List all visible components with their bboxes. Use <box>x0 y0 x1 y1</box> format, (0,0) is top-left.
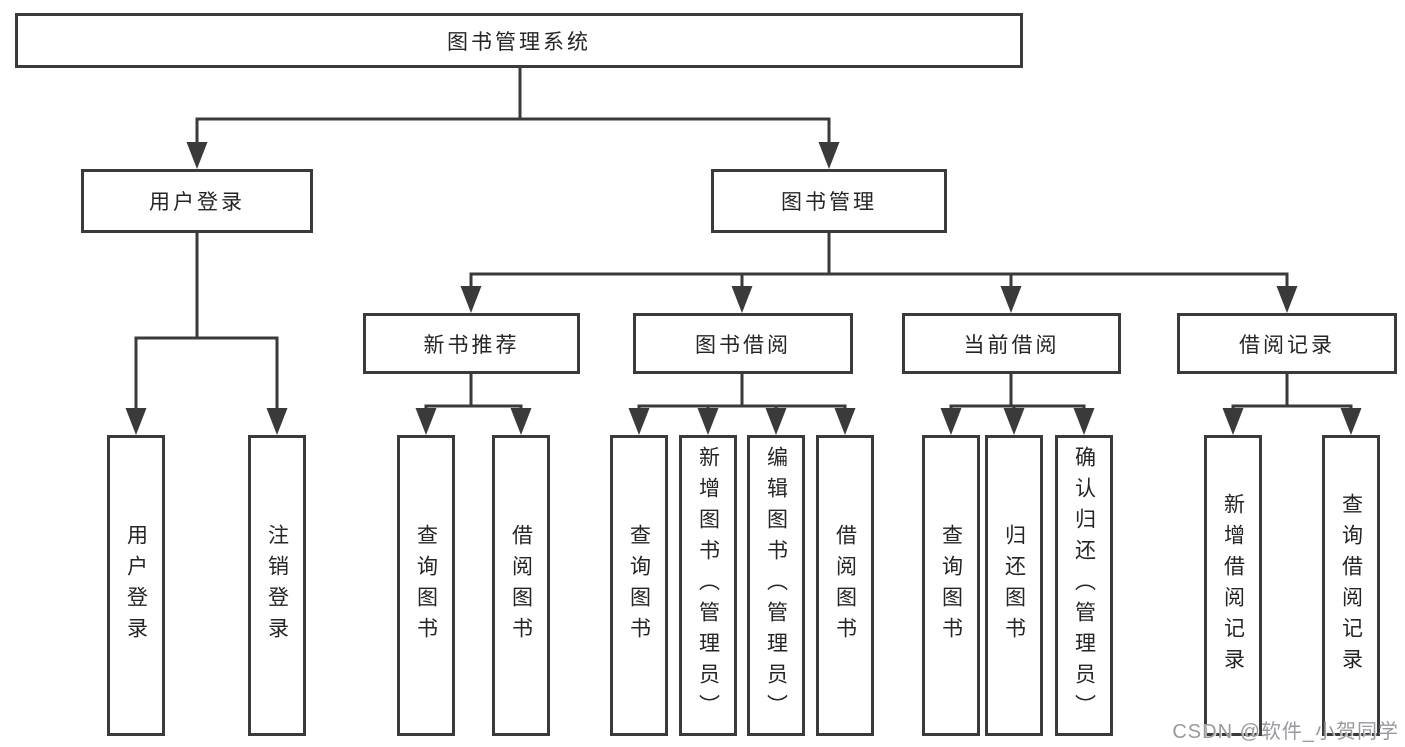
node-label: 确认归还（管理员） <box>1072 446 1096 725</box>
leaf-add-borrow-record: 新增借阅记录 <box>1204 435 1262 736</box>
node-book-management: 图书管理 <box>711 169 947 233</box>
leaf-query-borrow-record: 查询借阅记录 <box>1322 435 1380 736</box>
connector-user-login-to-leaves <box>134 233 279 414</box>
node-library-management-system: 图书管理系统 <box>15 13 1023 68</box>
node-label: 图书管理 <box>781 191 877 214</box>
node-label: 编辑图书（管理员） <box>764 446 788 725</box>
node-label: 当前借阅 <box>963 333 1060 357</box>
leaf-borrow-books: 借阅图书 <box>816 435 874 736</box>
node-label: 用户登录 <box>149 191 245 214</box>
csdn-watermark: CSDN @软件_小贺同学 <box>1172 721 1399 743</box>
leaf-borrow-books-recommend: 借阅图书 <box>492 435 550 736</box>
node-label: 查询图书 <box>627 523 651 648</box>
leaf-query-books-recommend: 查询图书 <box>397 435 455 736</box>
node-label: 新书推荐 <box>423 333 520 357</box>
connector-root-to-level2 <box>195 68 831 150</box>
node-label: 注销登录 <box>265 523 289 648</box>
leaf-query-books-borrowing: 查询图书 <box>610 435 668 736</box>
node-label: 借阅图书 <box>509 523 533 648</box>
connector-borrowing-records-to-leaves <box>1231 374 1353 414</box>
leaf-query-books-current: 查询图书 <box>922 435 980 736</box>
node-label: 查询图书 <box>414 523 438 648</box>
leaf-logout: 注销登录 <box>248 435 306 736</box>
node-label: 图书借阅 <box>695 333 791 357</box>
node-new-book-recommend: 新书推荐 <box>363 313 580 374</box>
node-label: 查询借阅记录 <box>1339 492 1363 679</box>
leaf-confirm-return-admin: 确认归还（管理员） <box>1055 435 1113 736</box>
node-book-borrowing: 图书借阅 <box>633 313 853 374</box>
node-label: 借阅记录 <box>1239 333 1335 357</box>
connector-book-borrowing-to-leaves <box>637 374 847 414</box>
connector-new-book-recommend-to-leaves <box>424 374 523 414</box>
node-label: 图书管理系统 <box>447 30 591 54</box>
node-label: 新增借阅记录 <box>1221 492 1245 679</box>
node-label: 借阅图书 <box>833 523 857 648</box>
connector-book-management-to-level3 <box>469 233 1289 292</box>
leaf-user-login: 用户登录 <box>107 435 165 736</box>
node-label: 归还图书 <box>1002 523 1026 648</box>
node-current-borrowing: 当前借阅 <box>902 313 1121 374</box>
leaf-return-books: 归还图书 <box>985 435 1043 736</box>
node-label: 查询图书 <box>939 523 963 648</box>
node-user-login: 用户登录 <box>81 169 313 233</box>
arrowheads <box>125 142 1362 435</box>
leaf-edit-books-admin: 编辑图书（管理员） <box>747 435 805 736</box>
node-label: 新增图书（管理员） <box>696 446 720 725</box>
leaf-add-books-admin: 新增图书（管理员） <box>679 435 737 736</box>
node-borrowing-records: 借阅记录 <box>1177 313 1397 374</box>
node-label: 用户登录 <box>124 523 148 648</box>
